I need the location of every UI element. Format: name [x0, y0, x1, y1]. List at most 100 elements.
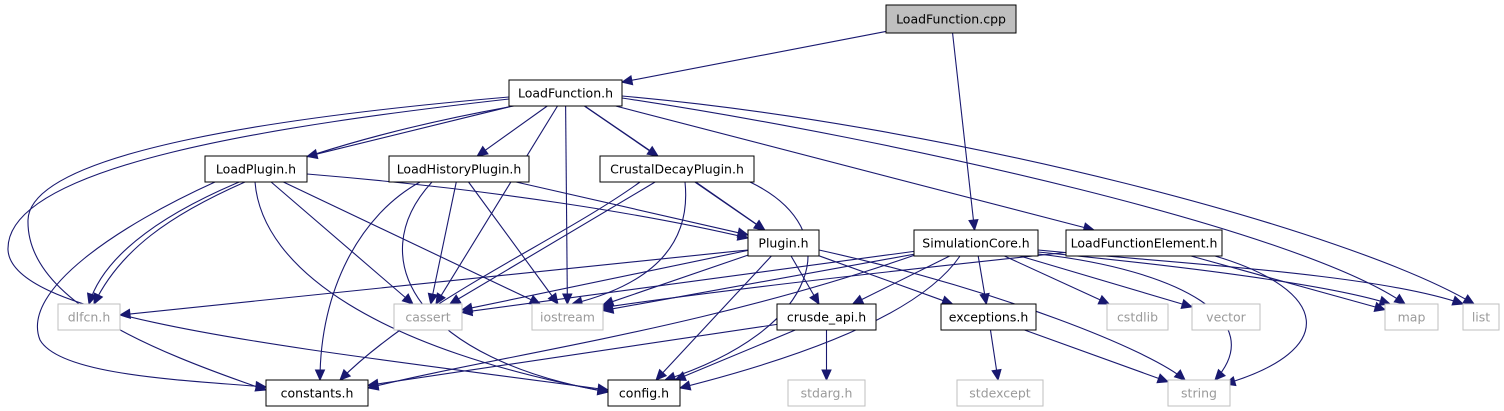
- edge-exch-to-string: [1024, 329, 1170, 384]
- edge-lfh-to-list: [621, 95, 1476, 305]
- node-box: [1167, 379, 1231, 407]
- edge-lhph-to-consth: [314, 181, 421, 382]
- node-box: [940, 303, 1037, 331]
- node-box: [1065, 229, 1223, 257]
- edge-crusde-to-consth: [366, 323, 778, 390]
- node-config-h[interactable]: config.h: [607, 379, 681, 407]
- node-label: stdarg.h: [801, 386, 853, 401]
- node-label: iostream: [540, 310, 595, 325]
- node-label: string: [1181, 386, 1217, 401]
- node-box: [1191, 303, 1261, 331]
- edge-simh-to-cstdlib: [1004, 255, 1111, 305]
- node-box: [747, 229, 820, 257]
- node-vector: vector: [1191, 303, 1261, 331]
- node-box: [1462, 303, 1500, 331]
- node-label: LoadFunction.cpp: [896, 12, 1006, 27]
- node-label: dlfcn.h: [68, 310, 111, 325]
- node-label: exceptions.h: [949, 310, 1029, 325]
- node-map: map: [1384, 303, 1439, 331]
- node-dlfcn-h: dlfcn.h: [57, 303, 121, 331]
- edge-lph-to-consth: [37, 181, 268, 392]
- node-box: [204, 155, 308, 183]
- edge-crusde-to-configh: [674, 329, 796, 381]
- node-box: [388, 155, 530, 183]
- edge-cdph-to-cassert: [448, 181, 656, 305]
- node-label: LoadFunction.h: [518, 86, 613, 101]
- edge-cdph-to-iostream: [570, 181, 687, 307]
- edge-lph-to-cassert: [270, 181, 414, 305]
- node-box: [1384, 303, 1439, 331]
- edge-plugh-to-crusde: [790, 255, 820, 306]
- edge-lfeh-to-map: [1190, 255, 1387, 312]
- node-label: Plugin.h: [758, 236, 808, 251]
- node-label: CrustalDecayPlugin.h: [610, 162, 744, 177]
- node-label: cstdlib: [1117, 310, 1158, 325]
- node-constants-h[interactable]: constants.h: [265, 379, 369, 407]
- node-cstdlib: cstdlib: [1106, 303, 1169, 331]
- edge-lhph-to-configh: [401, 181, 610, 396]
- edge-plugh-to-exch: [818, 255, 954, 306]
- edge-exch-to-stdexc: [989, 329, 1002, 382]
- node-box: [265, 379, 369, 407]
- edge-simh-to-cassert: [460, 250, 915, 317]
- edge-lfh-to-lhph: [476, 105, 548, 157]
- edge-lfh-to-map: [621, 97, 1406, 305]
- node-label: LoadHistoryPlugin.h: [397, 162, 522, 177]
- node-cassert: cassert: [393, 303, 463, 331]
- edge-lfcpp-to-simh: [952, 32, 979, 232]
- edge-lph-to-dlfcn: [93, 181, 246, 306]
- node-stdexcept: stdexcept: [956, 379, 1044, 407]
- node-label: vector: [1206, 310, 1247, 325]
- node-label: constants.h: [281, 386, 354, 401]
- edge-plugh-to-configh: [655, 255, 772, 381]
- node-loadfunctionelement-h[interactable]: LoadFunctionElement.h: [1065, 229, 1223, 257]
- node-list: list: [1462, 303, 1500, 331]
- node-crustaldecayplugin-h[interactable]: CrustalDecayPlugin.h: [599, 155, 755, 183]
- node-box: [1106, 303, 1169, 331]
- node-box: [885, 4, 1017, 34]
- node-label: cassert: [405, 310, 450, 325]
- node-crusde-api-h[interactable]: crusde_api.h: [776, 303, 877, 331]
- node-box: [531, 303, 604, 331]
- edge-lfh-to-cassert: [435, 105, 558, 306]
- node-string: string: [1167, 379, 1231, 407]
- node-plugin-h[interactable]: Plugin.h: [747, 229, 820, 257]
- edge-lhph-to-plugh: [515, 181, 750, 238]
- node-label: LoadPlugin.h: [216, 162, 296, 177]
- node-label: map: [1398, 310, 1426, 325]
- node-loadplugin-h[interactable]: LoadPlugin.h: [204, 155, 308, 183]
- dependency-edges: [7, 30, 1476, 396]
- edge-cdph-to-consth: [339, 181, 641, 381]
- node-box: [607, 379, 681, 407]
- node-simulationcore-h[interactable]: SimulationCore.h: [913, 229, 1039, 257]
- node-loadfunction-h[interactable]: LoadFunction.h: [508, 79, 623, 107]
- edge-lhph-to-iostream: [468, 181, 559, 305]
- node-label: crusde_api.h: [787, 310, 866, 325]
- node-box: [508, 79, 623, 107]
- node-label: stdexcept: [969, 386, 1030, 401]
- node-box: [393, 303, 463, 331]
- edge-lfh-to-dlfcn: [86, 105, 515, 306]
- node-iostream: iostream: [531, 303, 604, 331]
- node-box: [956, 379, 1044, 407]
- edge-lhph-to-cassert: [427, 181, 457, 306]
- node-label: LoadFunctionElement.h: [1071, 236, 1218, 251]
- edge-lfcpp-to-lfh: [620, 30, 887, 86]
- file-nodes: LoadFunction.cppLoadFunction.hLoadPlugin…: [57, 4, 1500, 407]
- node-loadfunction-cpp[interactable]: LoadFunction.cpp: [885, 4, 1017, 34]
- node-stdarg-h: stdarg.h: [787, 379, 866, 407]
- node-label: SimulationCore.h: [922, 236, 1029, 251]
- node-box: [913, 229, 1039, 257]
- edge-simh-to-vector: [1019, 255, 1194, 310]
- node-label: list: [1472, 310, 1490, 325]
- edge-lfh-to-configh: [7, 98, 610, 394]
- edge-cdph-to-configh: [663, 181, 809, 382]
- node-exceptions-h[interactable]: exceptions.h: [940, 303, 1037, 331]
- node-loadhistoryplugin-h[interactable]: LoadHistoryPlugin.h: [388, 155, 530, 183]
- node-label: config.h: [619, 386, 669, 401]
- edge-simh-to-string: [1037, 253, 1232, 381]
- edge-cdph-to-plugh: [695, 181, 766, 231]
- edge-lph-to-plugh: [306, 173, 750, 241]
- edge-crusde-to-stdarg: [821, 330, 832, 382]
